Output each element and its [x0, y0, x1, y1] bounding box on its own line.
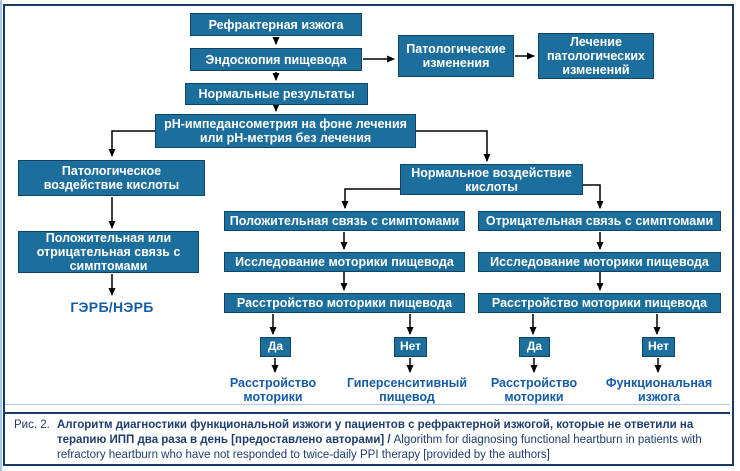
result-hypersensitive-esophagus: Гиперсенситивный пищевод: [346, 376, 468, 404]
node-negative-association: Отрицательная связь с симптомами: [478, 211, 721, 231]
node-motility-disorder-1: Расстройство моторики пищевода: [224, 293, 465, 313]
node-pathological-changes: Патологические изменения: [398, 35, 514, 77]
node-refractory-heartburn: Рефрактерная изжога: [190, 13, 362, 36]
result-motility-disorder-2: Расстройство моторики: [490, 376, 578, 404]
caption-text: Алгоритм диагностики функциональной изжо…: [57, 418, 720, 464]
node-motility-disorder-2: Расстройство моторики пищевода: [478, 293, 721, 313]
node-motility-study-1: Исследование моторики пищевода: [224, 252, 465, 272]
node-treatment-pathological-changes: Лечение патологических изменений: [538, 33, 654, 79]
node-ph-impedance: pH-импедансометрия на фоне лечения или p…: [155, 114, 416, 148]
node-no-2: Нет: [642, 337, 675, 357]
node-pathological-acid-exposure: Патологическое воздействие кислоты: [18, 160, 205, 196]
figure-caption: Рис. 2. Алгоритм диагностики функциональ…: [5, 414, 730, 462]
result-functional-heartburn: Функциональная изжога: [605, 376, 713, 404]
caption-divider: [5, 412, 730, 414]
node-pos-or-neg-association: Положительная или отрицательная связь с …: [18, 231, 199, 273]
caption-divider-light: [5, 404, 730, 405]
node-normal-acid-exposure: Нормальное воздействие кислоты: [400, 164, 583, 195]
node-endoscopy: Эндоскопия пищевода: [190, 48, 362, 71]
caption-title-ru: Алгоритм диагностики функциональной изжо…: [57, 419, 694, 447]
node-normal-results: Нормальные результаты: [185, 83, 368, 105]
result-motility-disorder-1: Расстройство моторики: [229, 376, 317, 404]
node-yes-2: Да: [519, 337, 550, 357]
node-no-1: Нет: [394, 337, 427, 357]
page-edge-line: [0, 0, 2, 471]
figure-number: Рис. 2.: [14, 419, 50, 431]
result-gerd-nerd: ГЭРБ/НЭРБ: [70, 299, 154, 315]
node-positive-association: Положительная связь с симптомами: [224, 211, 465, 231]
node-motility-study-2: Исследование моторики пищевода: [478, 252, 721, 272]
caption-title-en: Algorithm for diagnosing functional hear…: [57, 434, 702, 462]
node-yes-1: Да: [260, 337, 291, 357]
